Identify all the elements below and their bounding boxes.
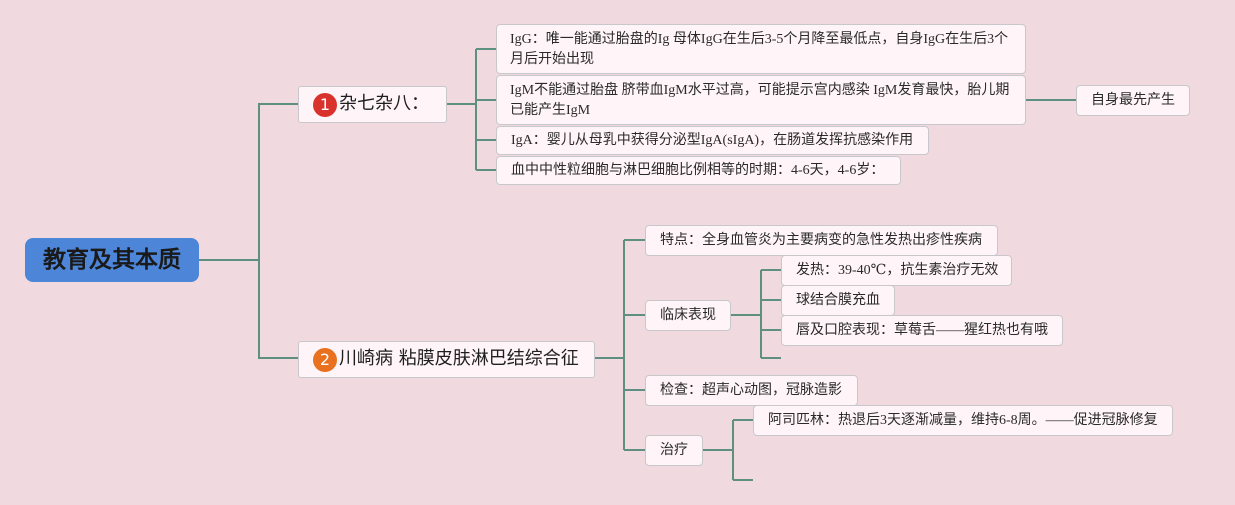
node-fever[interactable]: 发热：39-40℃，抗生素治疗无效 — [781, 255, 1012, 286]
branch-number-badge: 2 — [313, 348, 337, 372]
node-oral[interactable]: 唇及口腔表现：草莓舌——猩红热也有哦 — [781, 315, 1063, 346]
node-treatment[interactable]: 治疗 — [645, 435, 703, 466]
node-feature[interactable]: 特点：全身血管炎为主要病变的急性发热出疹性疾病 — [645, 225, 998, 256]
branch-label: 川崎病 粘膜皮肤淋巴结综合征 — [339, 348, 579, 369]
branch-misc[interactable]: 1 杂七杂八： — [298, 86, 447, 123]
branch-label: 杂七杂八： — [339, 93, 429, 114]
link-branch2-bus — [595, 240, 625, 450]
node-igg[interactable]: IgG：唯一能通过胎盘的Ig 母体IgG在生后3-5个月降至最低点，自身IgG在… — [496, 24, 1026, 74]
node-igm[interactable]: IgM不能通过胎盘 脐带血IgM水平过高，可能提示宫内感染 IgM发育最快，胎儿… — [496, 75, 1026, 125]
node-aspirin[interactable]: 阿司匹林：热退后3天逐渐减量，维持6-8周。——促进冠脉修复 — [753, 405, 1173, 436]
link-root-branch1 — [199, 103, 298, 261]
link-treatment-bus — [703, 420, 734, 480]
link-root-branch2 — [258, 260, 298, 359]
link-branch1-bus — [447, 49, 477, 170]
node-conjunctiva[interactable]: 球结合膜充血 — [781, 285, 895, 316]
root-topic[interactable]: 教育及其本质 — [25, 238, 199, 282]
node-iga[interactable]: IgA：婴儿从母乳中获得分泌型IgA(sIgA)，在肠道发挥抗感染作用 — [496, 126, 929, 155]
branch-number-badge: 1 — [313, 93, 337, 117]
node-clinical[interactable]: 临床表现 — [645, 300, 731, 331]
node-exam[interactable]: 检查：超声心动图，冠脉造影 — [645, 375, 858, 406]
node-igm-note[interactable]: 自身最先产生 — [1076, 85, 1190, 116]
link-clinical-bus — [731, 270, 762, 358]
branch-kawasaki[interactable]: 2 川崎病 粘膜皮肤淋巴结综合征 — [298, 341, 595, 378]
node-neutrophil-ratio[interactable]: 血中中性粒细胞与淋巴细胞比例相等的时期：4-6天，4-6岁： — [496, 156, 901, 185]
